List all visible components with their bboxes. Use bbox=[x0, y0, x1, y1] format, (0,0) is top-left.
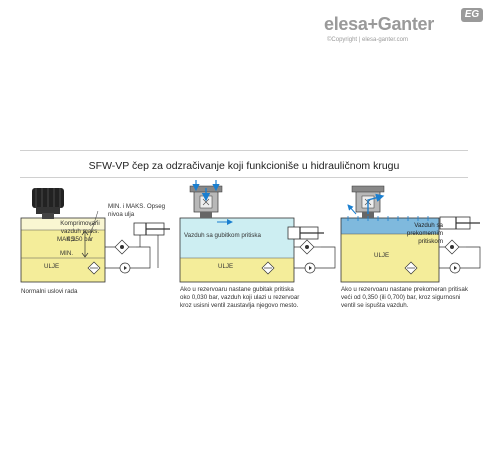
panel2-label-oil: ULJE bbox=[218, 263, 234, 270]
panel1-check-valve bbox=[114, 239, 136, 255]
panel1-caption: Normalni uslovi rada bbox=[21, 288, 78, 295]
panel3-oil-fill bbox=[341, 234, 439, 282]
panel1-pump bbox=[119, 262, 131, 274]
panel3-caption: Ako u rezervoaru nastane prekomeran prit… bbox=[341, 286, 468, 309]
panel3-air-fill bbox=[341, 218, 439, 234]
title-divider bbox=[20, 177, 468, 178]
panel2-tank bbox=[179, 217, 295, 283]
panel1-label-min-max: MIN. i MAKS. Opseg nivoa ulja bbox=[108, 203, 166, 218]
panel1-pipe-suction bbox=[105, 246, 151, 269]
panel1-label-min: MIN. bbox=[60, 250, 74, 257]
panel1-cylinder bbox=[133, 222, 170, 236]
brand-badge: EG bbox=[461, 8, 483, 22]
panel1-breather-cap bbox=[32, 188, 64, 219]
brand-name: elesa+Ganter bbox=[324, 14, 434, 34]
panel1-tank bbox=[20, 217, 106, 283]
panel2-caption: Ako u rezervoaru nastane gubitak pritisk… bbox=[180, 286, 300, 309]
page-title: SFW-VP čep za odzračivanje koji funkcion… bbox=[88, 160, 400, 172]
panel-normal bbox=[20, 188, 170, 283]
copyright-text: ©Copyright | elesa-ganter.com bbox=[327, 37, 409, 43]
panel3-label-air: Vazduh sa prekomernim pritiskom bbox=[406, 222, 443, 245]
panel-vacuum bbox=[179, 180, 336, 283]
panel2-label-air: Vazduh sa gubitkom pritiska bbox=[184, 232, 261, 239]
panel3-tank bbox=[340, 217, 440, 283]
panel1-label-compressed-air: Komprimovani vazduh maks. 0,350 bar bbox=[60, 220, 100, 243]
panel-overpressure bbox=[340, 185, 481, 283]
panel1-air-band bbox=[21, 218, 105, 230]
panel1-label-max: MAKS. bbox=[57, 236, 77, 243]
panel1-filter bbox=[87, 261, 101, 275]
panel2-air-fill bbox=[180, 218, 294, 258]
panel2-oil-fill bbox=[180, 258, 294, 282]
top-divider bbox=[20, 150, 468, 151]
panel1-label-oil: ULJE bbox=[44, 263, 60, 270]
panel3-label-oil: ULJE bbox=[374, 252, 390, 259]
